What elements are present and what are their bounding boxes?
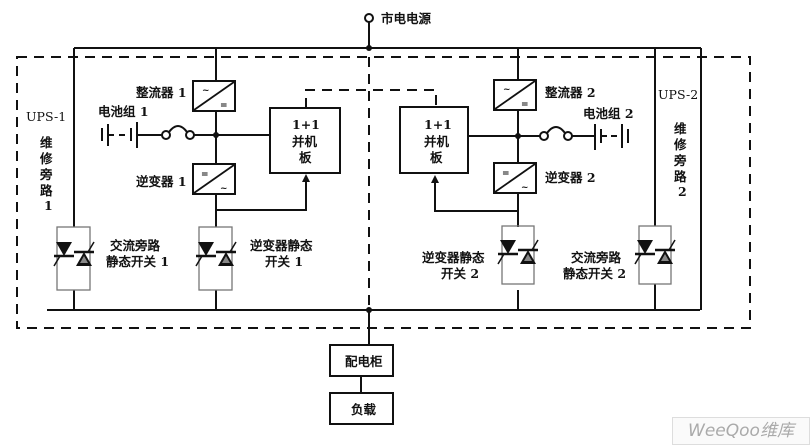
ups1-maintenance-bypass-label: 维 修 旁 路 1 bbox=[39, 135, 53, 213]
mains-terminal bbox=[364, 13, 374, 23]
svg-text:1: 1 bbox=[44, 198, 53, 213]
ups1-inverter-switch-label: 逆变器静态开关 1 bbox=[250, 238, 313, 269]
svg-text:2: 2 bbox=[678, 184, 687, 199]
ups1-inverter-static-switch bbox=[194, 226, 238, 291]
ups2-parallel-board: 1+1 并机 板 bbox=[399, 106, 469, 174]
load: 负载 bbox=[329, 392, 394, 425]
ups2-rectifier bbox=[493, 79, 537, 111]
svg-text:修: 修 bbox=[39, 151, 53, 166]
ups2-inverter-label: 逆变器 2 bbox=[545, 170, 596, 185]
ups1-rectifier-label: 整流器 1 bbox=[136, 85, 187, 100]
parallel-link bbox=[305, 89, 437, 108]
mains-label: 市电电源 bbox=[381, 11, 432, 26]
svg-text:旁: 旁 bbox=[39, 167, 53, 182]
svg-text:并机: 并机 bbox=[292, 134, 318, 149]
svg-text:旁: 旁 bbox=[673, 153, 687, 168]
ups2-maintenance-bypass-label: 维 修 旁 路 2 bbox=[673, 121, 687, 199]
ups2-inverter bbox=[493, 162, 537, 194]
ups2-battery-icon bbox=[594, 124, 629, 150]
ups1-name: UPS-1 bbox=[26, 109, 66, 124]
ups1-rectifier bbox=[192, 80, 236, 112]
ups2-bypass-static-switch bbox=[633, 225, 677, 285]
svg-text:维: 维 bbox=[674, 121, 687, 136]
svg-text:板: 板 bbox=[299, 150, 312, 165]
ups1-fuse bbox=[161, 125, 195, 140]
svg-text:修: 修 bbox=[673, 137, 687, 152]
ups1-bypass-switch-label: 交流旁路静态开关 1 bbox=[106, 238, 169, 269]
svg-text:1+1: 1+1 bbox=[292, 117, 320, 132]
ups1-battery-label: 电池组 1 bbox=[98, 104, 149, 119]
svg-text:路: 路 bbox=[674, 169, 687, 184]
svg-text:1+1: 1+1 bbox=[424, 117, 452, 132]
ups2-fuse bbox=[539, 126, 573, 141]
svg-text:并机: 并机 bbox=[424, 134, 450, 149]
svg-text:维: 维 bbox=[40, 135, 53, 150]
distribution-cabinet: 配电柜 bbox=[329, 344, 394, 377]
ups1-inverter bbox=[192, 163, 236, 195]
ups2-inverter-static-switch bbox=[496, 225, 540, 285]
ups1-bypass-static-switch bbox=[52, 226, 96, 291]
ups1-parallel-board: 1+1 并机 板 bbox=[269, 107, 341, 174]
ups2-name: UPS-2 bbox=[658, 87, 698, 102]
ups2-inverter-switch-label: 逆变器静态开关 2 bbox=[422, 250, 485, 281]
ups2-battery-label: 电池组 2 bbox=[583, 106, 634, 121]
svg-text:板: 板 bbox=[430, 150, 443, 165]
svg-text:路: 路 bbox=[40, 183, 53, 198]
ups1-inverter-label: 逆变器 1 bbox=[136, 174, 187, 189]
ups-enclosure-outline bbox=[16, 56, 751, 329]
ups2-bypass-switch-label: 交流旁路静态开关 2 bbox=[563, 250, 626, 281]
svg-text:负载: 负载 bbox=[351, 402, 377, 417]
svg-text:配电柜: 配电柜 bbox=[345, 354, 383, 369]
ups1-battery-icon bbox=[101, 122, 138, 148]
watermark: WeeQoo维库 bbox=[672, 417, 810, 445]
ups2-rectifier-label: 整流器 2 bbox=[545, 85, 596, 100]
